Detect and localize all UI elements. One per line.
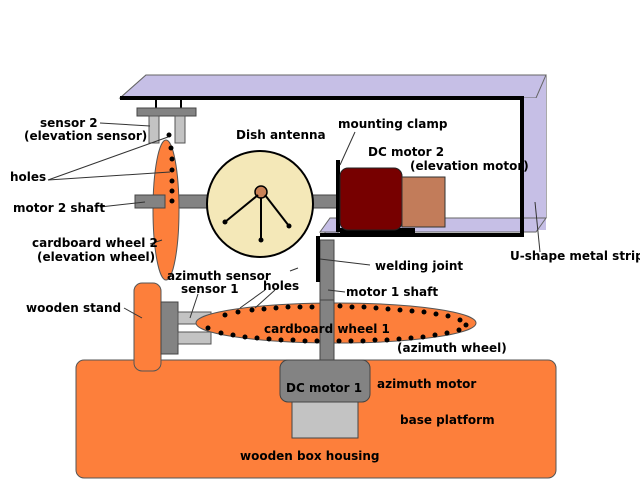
label-wooden-box: wooden box housing bbox=[240, 449, 380, 463]
label-dish-antenna: Dish antenna bbox=[236, 128, 326, 142]
base-platform bbox=[75, 359, 557, 479]
label-holes-left: holes bbox=[10, 170, 46, 184]
label-wooden-stand: wooden stand bbox=[26, 301, 121, 315]
label-dc-motor-2-sub: (elevation motor) bbox=[410, 159, 529, 173]
wheel-2-holes bbox=[166, 132, 175, 204]
cardboard-wheel-1 bbox=[195, 299, 477, 361]
label-dc-motor-1: DC motor 1 bbox=[286, 381, 362, 395]
label-wheel-2-sub: (elevation wheel) bbox=[37, 250, 155, 264]
dc-motor-2 bbox=[336, 160, 446, 233]
u-shape-metal-strip bbox=[118, 74, 547, 237]
label-motor-2-shaft: motor 2 shaft bbox=[13, 201, 105, 215]
label-sensor-2-sub: (elevation sensor) bbox=[24, 129, 147, 143]
label-welding-joint: welding joint bbox=[375, 259, 463, 273]
label-u-strip: U-shape metal strip bbox=[510, 249, 640, 263]
cardboard-wheel-2 bbox=[134, 132, 180, 281]
label-wheel-1-sub: (azimuth wheel) bbox=[397, 341, 507, 355]
label-wheel-1: cardboard wheel 1 bbox=[264, 322, 390, 336]
label-azimuth-motor: azimuth motor bbox=[377, 377, 476, 391]
label-holes-right: holes bbox=[263, 279, 299, 293]
sensor-2 bbox=[136, 98, 197, 144]
label-azimuth-sensor: azimuth sensor bbox=[167, 269, 271, 283]
wheel-1-holes bbox=[205, 303, 469, 344]
dish-antenna bbox=[206, 150, 314, 258]
labels: sensor 2 (elevation sensor) holes motor … bbox=[10, 116, 640, 463]
label-wheel-2: cardboard wheel 2 bbox=[32, 236, 158, 250]
label-mounting-clamp: mounting clamp bbox=[338, 117, 448, 131]
label-motor-1-shaft: motor 1 shaft bbox=[346, 285, 438, 299]
label-sensor-2: sensor 2 bbox=[40, 116, 98, 130]
wooden-stand bbox=[133, 282, 212, 372]
label-dc-motor-2: DC motor 2 bbox=[368, 145, 444, 159]
label-base-platform: base platform bbox=[400, 413, 495, 427]
label-sensor-1: sensor 1 bbox=[181, 282, 239, 296]
leader-lines bbox=[47, 122, 541, 319]
